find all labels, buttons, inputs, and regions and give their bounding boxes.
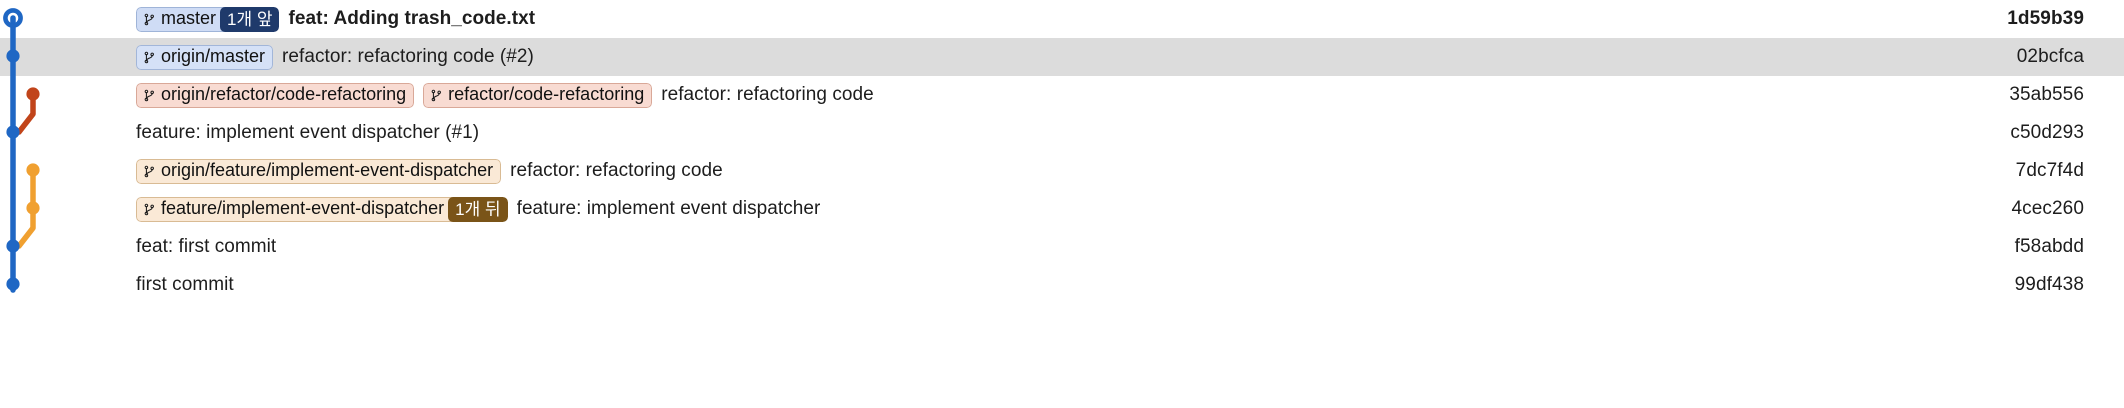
commit-row[interactable]: origin/feature/implement-event-dispatche…	[0, 152, 2124, 190]
ref-badge-label: feature/implement-event-dispatcher	[161, 198, 445, 218]
commit-row[interactable]: feat: first commit f58abdd	[0, 228, 2124, 266]
commit-subject: feature: implement event dispatcher (#1)	[136, 122, 480, 143]
commit-row[interactable]: origin/refactor/code-refactoring refactor…	[0, 76, 2124, 114]
ref-badge[interactable]: refactor/code-refactoring	[423, 82, 653, 108]
commit-row-main: origin/refactor/code-refactoring refactor…	[136, 82, 2009, 108]
git-branch-icon	[143, 164, 156, 179]
commit-hash: 1d59b39	[2007, 8, 2084, 29]
commit-subject: refactor: refactoring code	[510, 160, 723, 181]
git-branch-icon	[143, 88, 156, 103]
commit-subject: feature: implement event dispatcher	[516, 198, 821, 219]
ref-badge-body: origin/master	[136, 44, 274, 70]
commit-hash: 4cec260	[2011, 198, 2084, 219]
ref-ahead-behind-badge: 1개 뒤	[448, 196, 508, 222]
ref-badge[interactable]: origin/feature/implement-event-dispatche…	[136, 158, 502, 184]
commit-subject: refactor: refactoring code	[661, 84, 874, 105]
commit-row-main: origin/master refactor: refactoring code …	[136, 44, 2017, 70]
ref-badge-label: origin/master	[161, 46, 266, 66]
ref-badge-body: feature/implement-event-dispatcher	[136, 196, 454, 222]
commit-hash: 99df438	[2014, 274, 2084, 295]
git-branch-icon	[430, 88, 443, 103]
ref-badge-body: origin/refactor/code-refactoring	[136, 82, 415, 108]
git-branch-icon	[143, 50, 156, 65]
ref-ahead-behind-badge: 1개 앞	[220, 6, 280, 32]
commit-row-main: first commit	[136, 274, 2015, 296]
ref-badge-label: refactor/code-refactoring	[448, 84, 645, 104]
commit-row-main: feat: first commit	[136, 236, 2015, 258]
git-branch-icon	[143, 12, 156, 27]
commit-subject: feat: Adding trash_code.txt	[288, 8, 536, 29]
commit-row[interactable]: first commit 99df438	[0, 266, 2124, 304]
git-branch-icon	[143, 202, 156, 217]
ref-badge-body: refactor/code-refactoring	[423, 82, 653, 108]
commit-row-main: feature: implement event dispatcher (#1)	[136, 122, 2010, 144]
ref-badge-body: origin/feature/implement-event-dispatche…	[136, 158, 502, 184]
commit-hash: 7dc7f4d	[2015, 160, 2084, 181]
commit-hash: 35ab556	[2009, 84, 2084, 105]
commit-hash: 02bcfca	[2016, 46, 2084, 67]
commit-subject: first commit	[136, 274, 234, 295]
commit-row-main: origin/feature/implement-event-dispatche…	[136, 158, 2016, 184]
ref-badge-body: master	[136, 6, 226, 32]
ref-badge[interactable]: origin/refactor/code-refactoring	[136, 82, 415, 108]
ref-badge-label: origin/refactor/code-refactoring	[161, 84, 407, 104]
commit-row[interactable]: origin/master refactor: refactoring code …	[0, 38, 2124, 76]
commit-hash: f58abdd	[2014, 236, 2084, 257]
commit-subject: refactor: refactoring code (#2)	[282, 46, 534, 67]
commit-subject: feat: first commit	[136, 236, 277, 257]
commit-hash: c50d293	[2010, 122, 2084, 143]
ref-badge[interactable]: origin/master	[136, 44, 274, 70]
ref-badge-label: origin/feature/implement-event-dispatche…	[161, 160, 494, 180]
commit-row[interactable]: feature: implement event dispatcher (#1)…	[0, 114, 2124, 152]
ref-badge-label: master	[161, 8, 217, 28]
